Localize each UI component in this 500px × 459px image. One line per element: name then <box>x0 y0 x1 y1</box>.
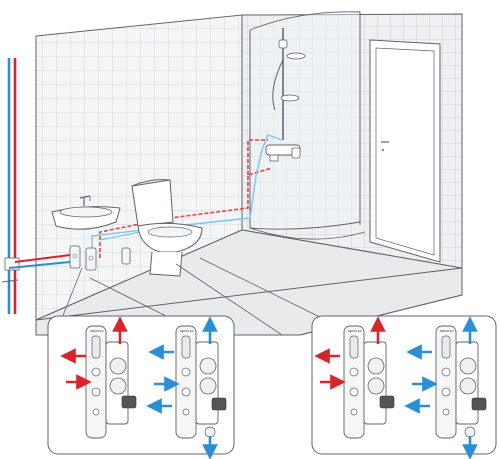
manifold-hot-left: MEPATEC <box>60 316 137 439</box>
shower-enclosure <box>249 11 366 240</box>
door-icon <box>369 39 441 263</box>
manifold-hot-right: MEPATEC <box>314 316 395 439</box>
manifold-brand-label: MEPATEC <box>180 329 195 333</box>
manifold-cold-left: MEPATEC <box>146 316 227 459</box>
washbasin-icon <box>51 195 121 230</box>
wall-pipes <box>91 134 283 258</box>
toilet-icon <box>131 179 203 277</box>
shower-mixer-icon <box>265 144 301 162</box>
callout-right: MEPATEC MEPATEC <box>311 315 497 459</box>
manifold-brand-label: MEPATEC <box>348 329 363 333</box>
manifold-brand-label: MEPATEC <box>440 329 455 333</box>
shower-head-icon <box>272 28 306 140</box>
callout-left: MEPATEC MEPATEC <box>47 315 235 459</box>
wall-manifold-icon <box>69 245 131 271</box>
riser-pipe-icon <box>1 58 71 314</box>
manifold-cold-right: MEPATEC <box>404 316 487 459</box>
manifold-brand-label: MEPATEC <box>90 329 105 333</box>
callout-pointers <box>61 257 331 336</box>
